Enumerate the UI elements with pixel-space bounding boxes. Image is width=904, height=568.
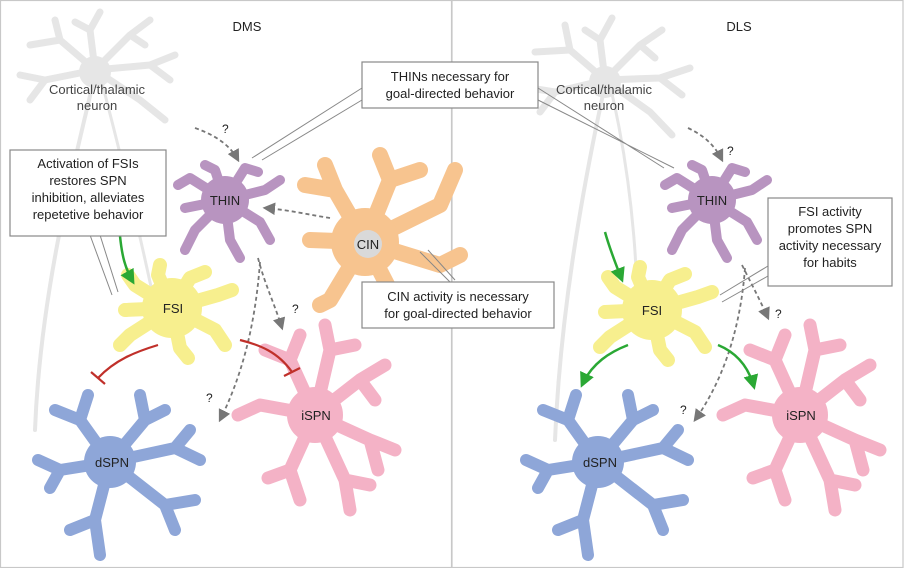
dls-activation-to-fsi-arrow: [603, 231, 625, 283]
cin-callout-line2: for goal-directed behavior: [384, 306, 532, 321]
dls-header: DLS: [726, 19, 752, 34]
fsi-dms-callout-line2: restores SPN: [49, 173, 126, 188]
fsi-dls-callout-line4: for habits: [803, 255, 857, 270]
dms-source-label-line2: neuron: [77, 98, 117, 113]
dms-question-mark: ?: [206, 391, 213, 405]
dls-question-mark: ?: [680, 403, 687, 417]
cin-callout-pointer: [419, 249, 456, 283]
dms-fsi-to-dspn-inhibition: [97, 343, 159, 379]
thins-callout-pointer-left: [251, 87, 363, 161]
cin-callout-box: [361, 281, 555, 329]
dms-ispn-cell: [231, 318, 402, 517]
fsi-dls-callout-box: [767, 197, 893, 287]
dls-fsi-to-ispn-arrow: [717, 343, 759, 390]
dms-cin-cell: [297, 147, 468, 323]
dls-dspn-cell: [520, 389, 694, 561]
fsi-dls-callout-line3: activity necessary: [779, 238, 882, 253]
fsi-dms-callout-box: [9, 149, 167, 237]
dms-fsi-cell: [113, 258, 239, 365]
dms-source-label-line1: Cortical/thalamic: [49, 82, 146, 97]
dls-ispn-label: iSPN: [786, 408, 816, 423]
fsi-dms-callout-line4: repetetive behavior: [33, 207, 144, 222]
thins-callout-line2: goal-directed behavior: [386, 86, 515, 101]
dls-cortex-to-thin-arrow: [687, 127, 724, 163]
dms-cin-to-thin-arrow: [262, 202, 331, 219]
dls-thin-label: THIN: [697, 193, 727, 208]
dls-source-label-line1: Cortical/thalamic: [556, 82, 653, 97]
dls-question-mark: ?: [727, 144, 734, 158]
dms-cortex-to-thin-arrow: [194, 127, 240, 163]
fsi-dms-callout-line1: Activation of FSIs: [37, 156, 139, 171]
dms-fsi-label: FSI: [163, 301, 183, 316]
dms-cin-label: CIN: [357, 237, 379, 252]
dms-question-mark: ?: [292, 302, 299, 316]
dms-fsi-to-ispn-inhibition: [239, 338, 293, 373]
dls-ispn-cell: [716, 318, 887, 517]
dms-thin-cell: [173, 160, 285, 263]
dms-dspn-cell: [32, 389, 206, 561]
dls-thin-cell: [660, 160, 772, 263]
dls-fsi-label: FSI: [642, 303, 662, 318]
dls-source-label-line2: neuron: [584, 98, 624, 113]
dms-question-mark: ?: [222, 122, 229, 136]
fsi-dls-callout-line2: promotes SPN: [788, 221, 873, 236]
dms-ispn-label: iSPN: [301, 408, 331, 423]
thins-callout-box: [361, 61, 539, 109]
fsi-dls-callout-line1: FSI activity: [798, 204, 862, 219]
dls-thin-to-ispn-arrow: [741, 264, 770, 321]
dls-fsi-cell: [593, 260, 719, 367]
dms-header: DMS: [233, 19, 262, 34]
thins-callout-line1: THINs necessary for: [391, 69, 510, 84]
fsi-dls-callout-pointer: [719, 265, 769, 303]
fsi-dms-callout-line3: inhibition, alleviates: [32, 190, 145, 205]
thins-callout-pointer-right: [537, 87, 675, 169]
dls-dspn-label: dSPN: [583, 455, 617, 470]
dms-dspn-label: dSPN: [95, 455, 129, 470]
dms-activation-to-fsi-arrow: [118, 235, 135, 285]
dms-ispn-inhibition-bar: [283, 367, 301, 377]
dms-thin-label: THIN: [210, 193, 240, 208]
fsi-dms-callout-pointer: [89, 234, 119, 296]
dls-fsi-to-dspn-arrow: [580, 343, 629, 388]
dms-thin-to-dspn-arrow: [218, 261, 261, 423]
dms-dspn-inhibition-bar: [90, 371, 106, 385]
cin-callout-line1: CIN activity is necessary: [387, 289, 529, 304]
dls-question-mark: ?: [775, 307, 782, 321]
